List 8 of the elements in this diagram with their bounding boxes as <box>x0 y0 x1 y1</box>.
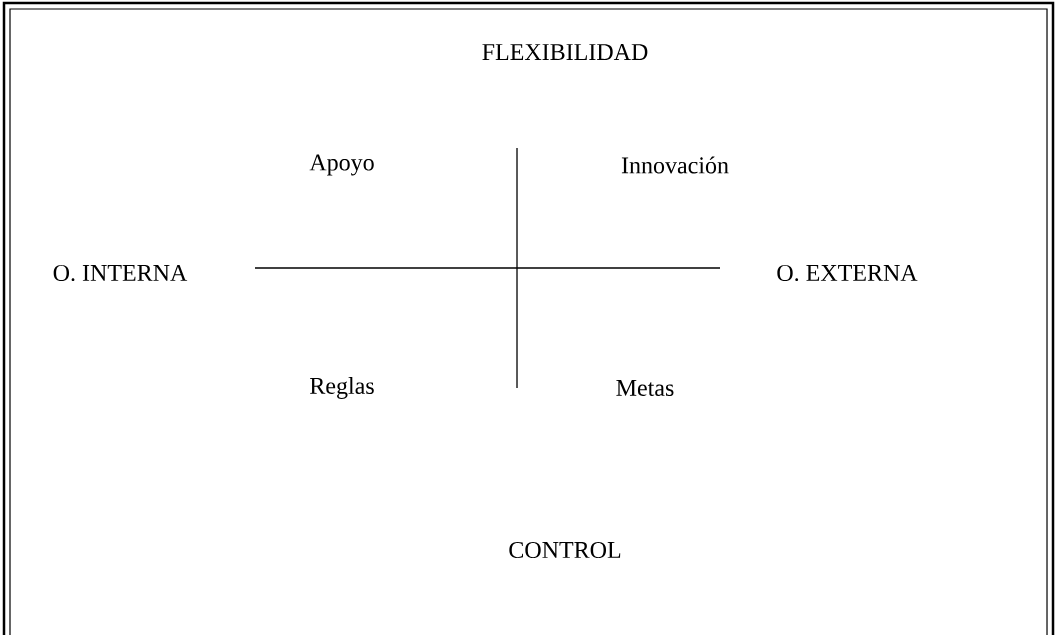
quadrant-label: Metas <box>616 380 674 396</box>
quadrant-label: Innovación <box>621 156 729 174</box>
axis-label: FLEXIBILIDAD <box>482 44 648 60</box>
axis-label: O. INTERNA <box>53 264 188 282</box>
axis-label: O. EXTERNA <box>777 264 918 282</box>
axis-label: CONTROL <box>509 541 621 559</box>
quadrant-label: Reglas <box>310 377 374 399</box>
quadrant-label: Apoyo <box>309 154 374 176</box>
